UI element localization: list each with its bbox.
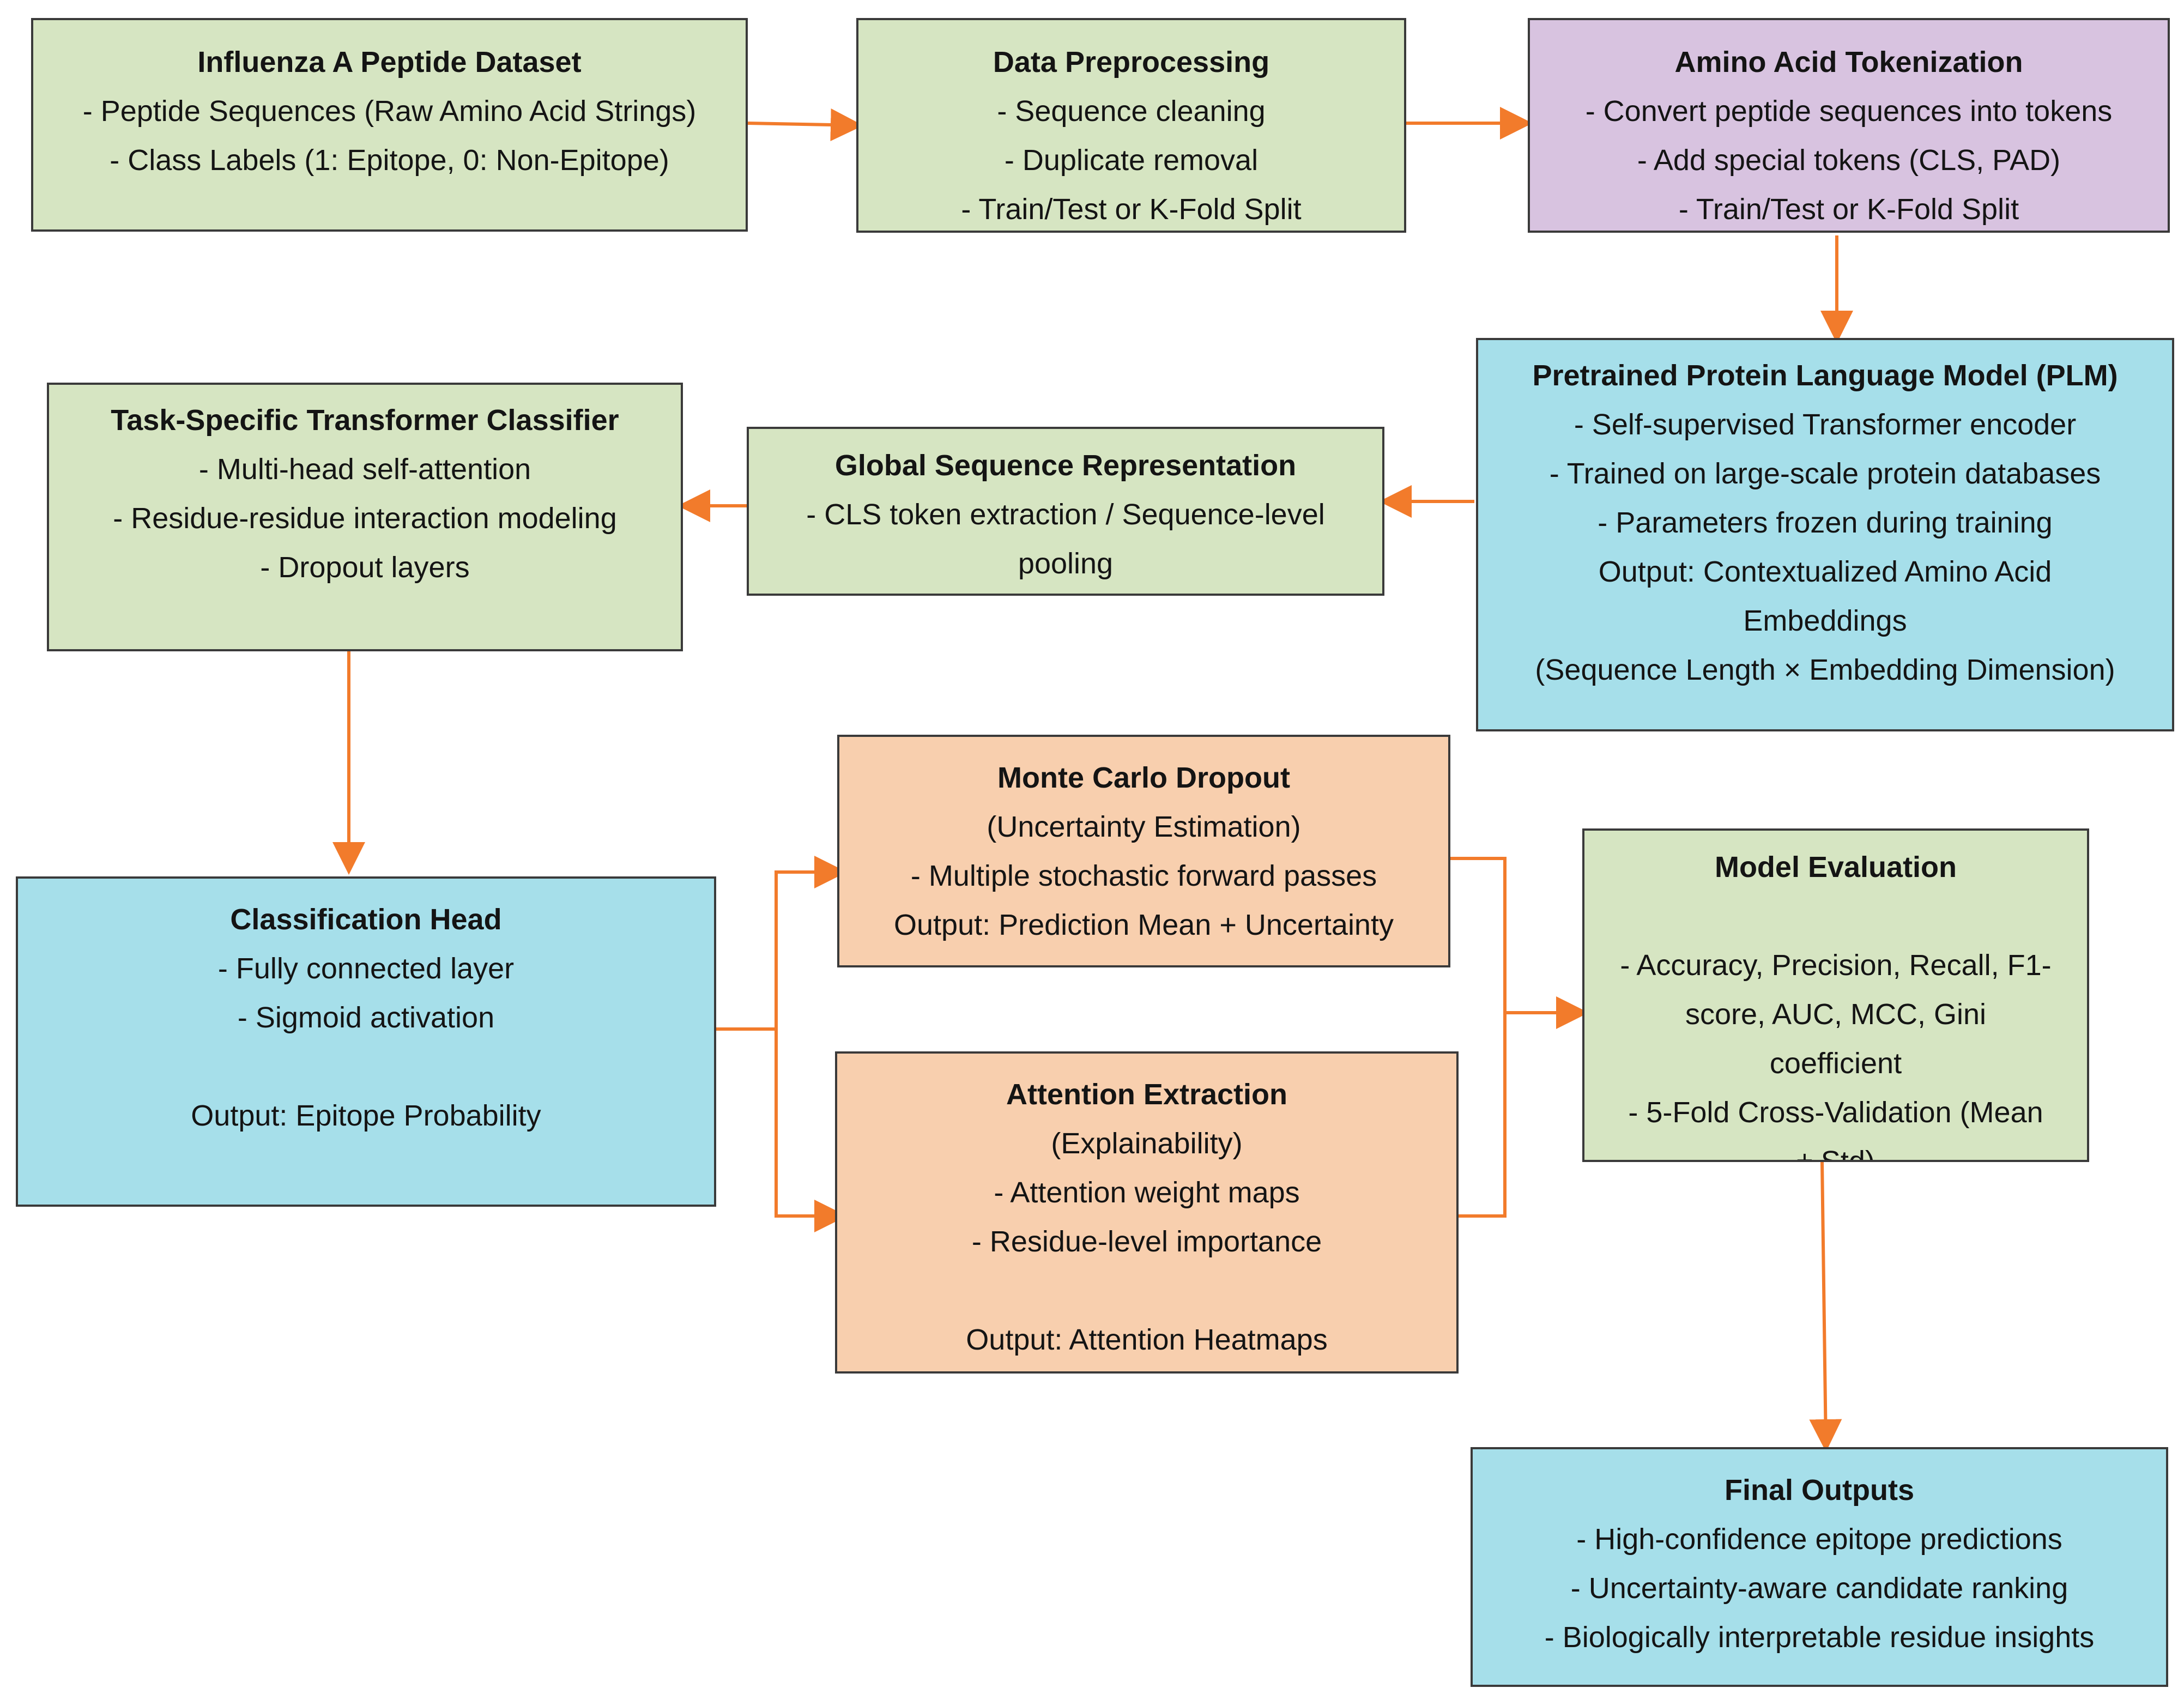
- influenza-dataset-line: - Peptide Sequences (Raw Amino Acid Stri…: [82, 95, 697, 128]
- monte-carlo-dropout-line: (Uncertainty Estimation): [987, 810, 1301, 843]
- model-evaluation-line: score, AUC, MCC, Gini: [1685, 998, 1987, 1031]
- monte-carlo-dropout-box: Monte Carlo Dropout (Uncertainty Estimat…: [837, 735, 1450, 967]
- attention-extraction-line: - Attention weight maps: [994, 1176, 1300, 1209]
- influenza-dataset-box: Influenza A Peptide Dataset - Peptide Se…: [31, 18, 748, 232]
- influenza-dataset-line: - Class Labels (1: Epitope, 0: Non-Epito…: [110, 144, 669, 177]
- pretrained-plm-line: (Sequence Length × Embedding Dimension): [1535, 654, 2115, 686]
- global-sequence-representation-title: Global Sequence Representation: [834, 449, 1297, 482]
- task-specific-transformer-box: Task-Specific Transformer Classifier - M…: [47, 383, 683, 651]
- attention-extraction-output: Output: Attention Heatmaps: [966, 1323, 1328, 1356]
- data-preprocessing-line: - Sequence cleaning: [997, 95, 1266, 128]
- task-specific-transformer-title: Task-Specific Transformer Classifier: [111, 404, 619, 437]
- global-sequence-representation-box: Global Sequence Representation - CLS tok…: [747, 427, 1384, 596]
- monte-carlo-dropout-line: - Multiple stochastic forward passes: [910, 860, 1377, 892]
- pretrained-plm-line: Embeddings: [1743, 604, 1907, 637]
- amino-acid-tokenization-line: - Convert peptide sequences into tokens: [1585, 95, 2113, 128]
- arrow-dataset-to-preprocessing: [747, 108, 863, 142]
- attention-extraction-title: Attention Extraction: [1006, 1078, 1287, 1111]
- pretrained-plm-line: - Parameters frozen during training: [1598, 506, 2053, 539]
- amino-acid-tokenization-box: Amino Acid Tokenization - Convert peptid…: [1528, 18, 2170, 233]
- amino-acid-tokenization-line: - Add special tokens (CLS, PAD): [1637, 144, 2061, 177]
- global-sequence-representation-line: - CLS token extraction / Sequence-level: [806, 498, 1325, 531]
- pretrained-plm-line: - Trained on large-scale protein databas…: [1549, 457, 2101, 490]
- monte-carlo-dropout-title: Monte Carlo Dropout: [997, 761, 1290, 794]
- final-outputs-line: - High-confidence epitope predictions: [1576, 1523, 2062, 1556]
- final-outputs-line: - Biologically interpretable residue ins…: [1544, 1621, 2095, 1654]
- attention-extraction-line: - Residue-level importance: [971, 1225, 1322, 1258]
- pretrained-plm-box: Pretrained Protein Language Model (PLM) …: [1476, 338, 2174, 731]
- arrow-evaluation-to-final: [1809, 1161, 1842, 1452]
- global-sequence-representation-line: pooling: [1018, 547, 1114, 580]
- model-evaluation-spacer: [1584, 892, 2087, 941]
- final-outputs-box: Final Outputs - High-confidence epitope …: [1471, 1447, 2168, 1687]
- final-outputs-line: - Uncertainty-aware candidate ranking: [1570, 1572, 2068, 1605]
- attention-extraction-box: Attention Extraction (Explainability) - …: [835, 1051, 1459, 1374]
- connector-classification-head-to-attention: [775, 1029, 847, 1232]
- data-preprocessing-box: Data Preprocessing - Sequence cleaning -…: [856, 18, 1406, 233]
- classification-head-spacer: [18, 1042, 714, 1091]
- classification-head-output: Output: Epitope Probability: [191, 1099, 541, 1132]
- model-evaluation-line: - Accuracy, Precision, Recall, F1-: [1620, 949, 2052, 982]
- pretrained-plm-title: Pretrained Protein Language Model (PLM): [1532, 359, 2118, 392]
- classification-head-title: Classification Head: [230, 903, 502, 936]
- amino-acid-tokenization-line: - Train/Test or K-Fold Split: [1678, 193, 2019, 226]
- model-evaluation-line: ± Std): [1796, 1145, 1875, 1162]
- connector-attention-to-evaluation: [1459, 1013, 1507, 1218]
- data-preprocessing-line: - Duplicate removal: [1004, 144, 1259, 177]
- connector-classification-head-branch: [716, 856, 847, 1031]
- connector-mc-dropout-to-evaluation: [1450, 857, 1589, 1029]
- model-evaluation-line: coefficient: [1769, 1047, 1902, 1080]
- attention-extraction-line: (Explainability): [1051, 1127, 1243, 1160]
- final-outputs-title: Final Outputs: [1725, 1474, 1914, 1507]
- classification-head-line: - Fully connected layer: [217, 952, 515, 985]
- classification-head-box: Classification Head - Fully connected la…: [16, 876, 716, 1207]
- pretrained-plm-line: - Self-supervised Transformer encoder: [1574, 408, 2077, 441]
- influenza-dataset-title: Influenza A Peptide Dataset: [197, 46, 582, 78]
- attention-extraction-spacer: [837, 1266, 1456, 1315]
- classification-head-line: - Sigmoid activation: [237, 1001, 495, 1034]
- monte-carlo-dropout-line: Output: Prediction Mean + Uncertainty: [894, 909, 1394, 941]
- data-preprocessing-title: Data Preprocessing: [993, 46, 1270, 78]
- model-evaluation-box: Model Evaluation - Accuracy, Precision, …: [1582, 828, 2089, 1162]
- task-specific-transformer-line: - Dropout layers: [260, 551, 470, 584]
- amino-acid-tokenization-title: Amino Acid Tokenization: [1674, 46, 2023, 78]
- task-specific-transformer-line: - Residue-residue interaction modeling: [113, 502, 617, 535]
- model-evaluation-title: Model Evaluation: [1714, 851, 1957, 884]
- data-preprocessing-line: - Train/Test or K-Fold Split: [961, 193, 1302, 226]
- task-specific-transformer-line: - Multi-head self-attention: [198, 453, 531, 486]
- model-evaluation-line: - 5-Fold Cross-Validation (Mean: [1628, 1096, 2043, 1129]
- pretrained-plm-line: Output: Contextualized Amino Acid: [1598, 555, 2052, 588]
